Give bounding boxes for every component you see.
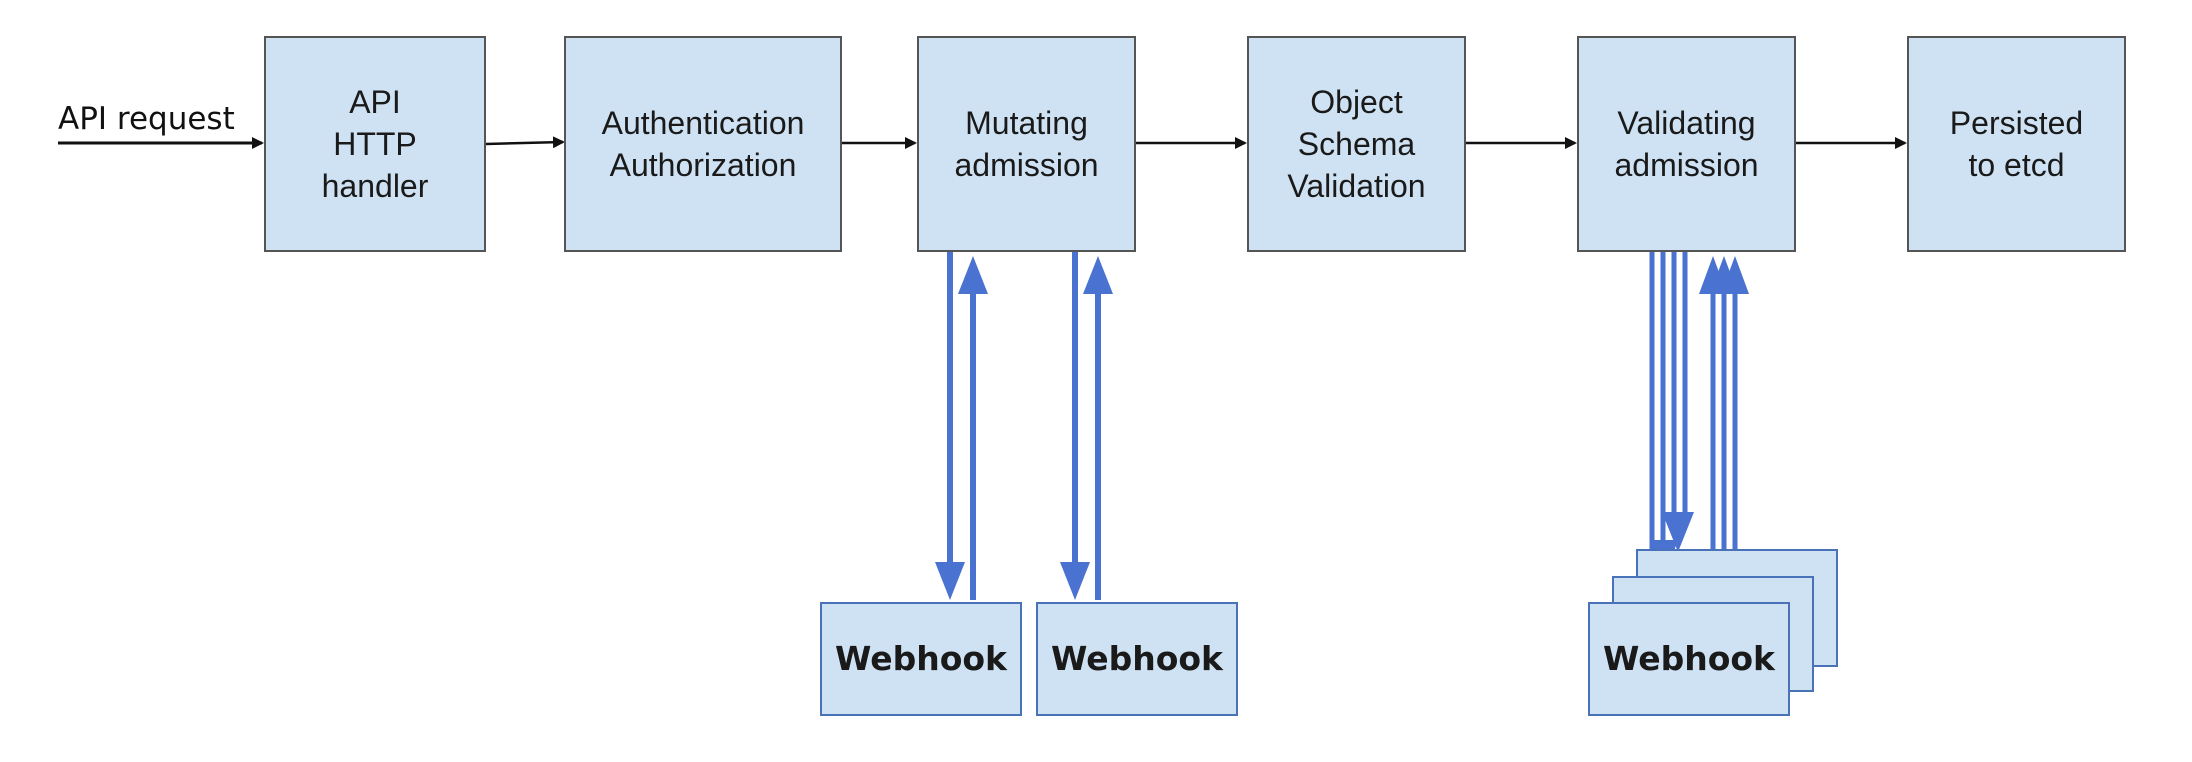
validating-webhook: Webhook [1588,602,1790,716]
stage-validating-admission: Validating admission [1577,36,1796,252]
webhook-call-arrows-2 [1060,252,1113,600]
stage-api-http-handler: API HTTP handler [264,36,486,252]
stage-label: Persisted to etcd [1949,105,2084,183]
api-request-label: API request [58,101,235,137]
stage-label: API HTTP handler [321,84,429,204]
validating-webhook-arrows [1638,252,1749,600]
webhook-call-arrows-1 [935,252,988,600]
webhook-label: Webhook [1602,639,1775,678]
mutating-webhook-2: Webhook [1036,602,1238,716]
stage-label: Validating admission [1614,105,1759,183]
stage-label: Object Schema Validation [1287,84,1426,204]
webhook-label: Webhook [834,639,1007,678]
flow-arrow-handler-to-auth [485,136,565,149]
webhook-label: Webhook [1050,639,1223,678]
stage-authentication-authorization: Authentication Authorization [564,36,842,252]
mutating-webhook-1: Webhook [820,602,1022,716]
stage-label: Mutating admission [954,105,1099,183]
stage-label: Authentication Authorization [601,105,805,183]
stage-object-schema-validation: Object Schema Validation [1247,36,1466,252]
stage-mutating-admission: Mutating admission [917,36,1136,252]
stage-persisted-to-etcd: Persisted to etcd [1907,36,2126,252]
